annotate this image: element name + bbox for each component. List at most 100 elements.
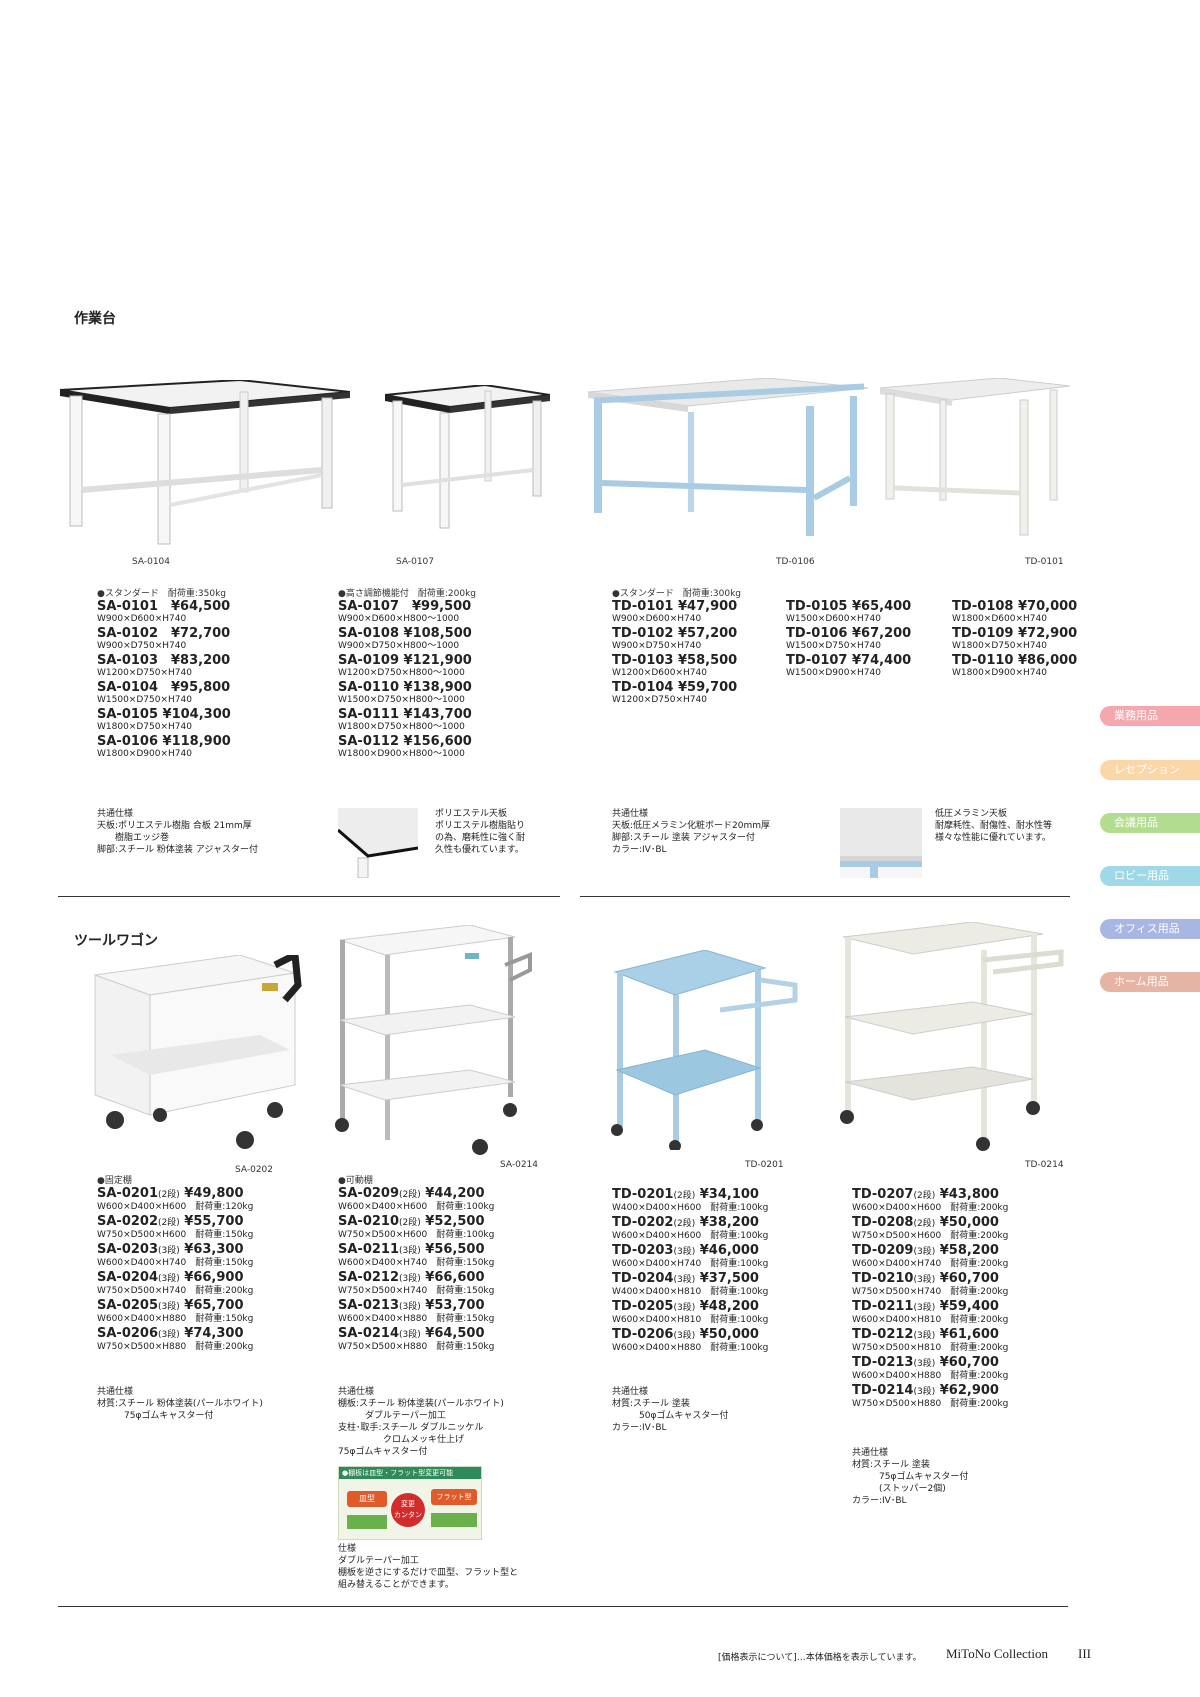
item-tier: (2段)	[913, 1191, 936, 1201]
item-dimensions: W1200×D750×H740	[612, 695, 707, 705]
index-tab-business[interactable]: 業務用品	[1100, 706, 1200, 726]
item-dimensions: W750×D500×H880 耐荷重:150kg	[338, 1342, 495, 1352]
item-code: SA-0214	[338, 1326, 400, 1341]
item-tier: (3段)	[913, 1359, 936, 1369]
item-tier: (3段)	[673, 1331, 696, 1341]
index-tab-home[interactable]: ホーム用品	[1100, 972, 1200, 992]
item-dimensions: W600×D400×H880 耐荷重:150kg	[338, 1314, 495, 1324]
index-tab-lobby[interactable]: ロビー用品	[1100, 866, 1200, 886]
shelf-banner: ●棚板は皿型・フラット型変更可能	[339, 1467, 481, 1479]
wagon-photo-sa0214	[335, 925, 532, 1155]
index-tab-office[interactable]: オフィス用品	[1100, 919, 1200, 939]
index-tab-reception[interactable]: レセプション	[1100, 760, 1200, 780]
item-code-price: TD-0103 ¥58,500	[612, 653, 738, 668]
spec-sa-tabletop: ポリエステル天板 ポリエステル樹脂貼り の為、磨耗性に強く耐 久性も優れています…	[435, 809, 526, 855]
item-tier: (2段)	[158, 1190, 180, 1200]
item-tier: (3段)	[673, 1275, 696, 1285]
item-code: SA-0206	[97, 1326, 159, 1341]
item-dimensions: W900×D750×H800～1000	[338, 641, 460, 651]
item-price: ¥52,500	[425, 1214, 485, 1229]
list-note: ●スタンダード 耐荷重:300kg	[612, 589, 741, 599]
item-tier: (3段)	[913, 1387, 936, 1397]
spec-wagon-td-1: 共通仕様 材質:スチール 塗装 50φゴムキャスター付 カラー:IV･BL	[612, 1387, 729, 1433]
item-price: ¥65,700	[184, 1298, 244, 1313]
item-code: TD-0204	[612, 1271, 674, 1286]
spec-wagon-sa-movable: 共通仕様 棚板:スチール 粉体塗装(パールホワイト) ダブルテーパー加工 支柱･…	[338, 1387, 504, 1457]
item-tier: (3段)	[673, 1247, 696, 1257]
item-price: ¥63,300	[184, 1242, 244, 1257]
item-code: SA-0209	[338, 1186, 400, 1201]
footer-divider	[58, 1606, 1068, 1607]
item-code: SA-0210	[338, 1214, 400, 1229]
item-price: ¥53,700	[425, 1298, 485, 1313]
item-code: SA-0213	[338, 1298, 400, 1313]
item-code-price: SA-0107 ¥99,500	[338, 599, 472, 614]
item-code-price: SA-0112 ¥156,600	[338, 734, 472, 749]
item-price: ¥49,800	[184, 1186, 244, 1201]
item-code-price: SA-0103 ¥83,200	[97, 653, 231, 668]
workbench-photo-sa0104	[60, 380, 350, 545]
shelf-flat-graphic	[431, 1513, 477, 1527]
item-tier: (3段)	[399, 1274, 421, 1284]
item-tier: (3段)	[913, 1303, 936, 1313]
item-dimensions: W600×D400×H740 耐荷重:150kg	[97, 1258, 254, 1268]
item-tier: (3段)	[913, 1331, 936, 1341]
item-dimensions: W600×D400×H740 耐荷重:100kg	[612, 1259, 769, 1269]
item-price: ¥44,200	[425, 1186, 485, 1201]
item-price: ¥66,600	[425, 1270, 485, 1285]
item-code: TD-0206	[612, 1327, 674, 1342]
page-number: III	[1078, 1646, 1091, 1661]
item-code-price: TD-0101 ¥47,900	[612, 599, 738, 614]
item-dimensions: W750×D500×H740 耐荷重:200kg	[97, 1286, 254, 1296]
item-code: TD-0213	[852, 1355, 914, 1370]
item-code-price: SA-0106 ¥118,900	[97, 734, 231, 749]
item-code: TD-0211	[852, 1299, 914, 1314]
item-tier: (2段)	[399, 1190, 421, 1200]
item-dimensions: W900×D750×H740	[612, 641, 702, 651]
spec-wagon-td-2: 共通仕様 材質:スチール 塗装 75φゴムキャスター付 (ストッパー2個) カラ…	[852, 1448, 969, 1506]
shelf-label-swap: 変更 カンタン	[391, 1493, 425, 1527]
item-dimensions: W900×D600×H800～1000	[338, 614, 460, 624]
brand-name: MiToNo Collection	[946, 1646, 1049, 1661]
index-tab-meeting[interactable]: 会議用品	[1100, 813, 1200, 833]
shelf-dish-graphic	[347, 1515, 387, 1529]
item-price: ¥34,100	[699, 1187, 759, 1202]
spec-td-tabletop: 低圧メラミン天板 耐摩耗性、耐傷性、耐水性等 様々な性能に優れています。	[935, 809, 1053, 843]
item-dimensions: W600×D400×H600 耐荷重:200kg	[852, 1203, 1009, 1213]
item-dimensions: W1800×D750×H800～1000	[338, 722, 465, 732]
item-dimensions: W1500×D750×H800～1000	[338, 695, 465, 705]
item-tier: (2段)	[673, 1191, 696, 1201]
item-price: ¥43,800	[939, 1187, 999, 1202]
shelf-label-flat: フラット型	[431, 1489, 477, 1505]
item-dimensions: W600×D400×H740 耐荷重:150kg	[338, 1258, 495, 1268]
shelf-variation-figure: ●棚板は皿型・フラット型変更可能 皿型 変更 カンタン フラット型	[338, 1466, 482, 1540]
